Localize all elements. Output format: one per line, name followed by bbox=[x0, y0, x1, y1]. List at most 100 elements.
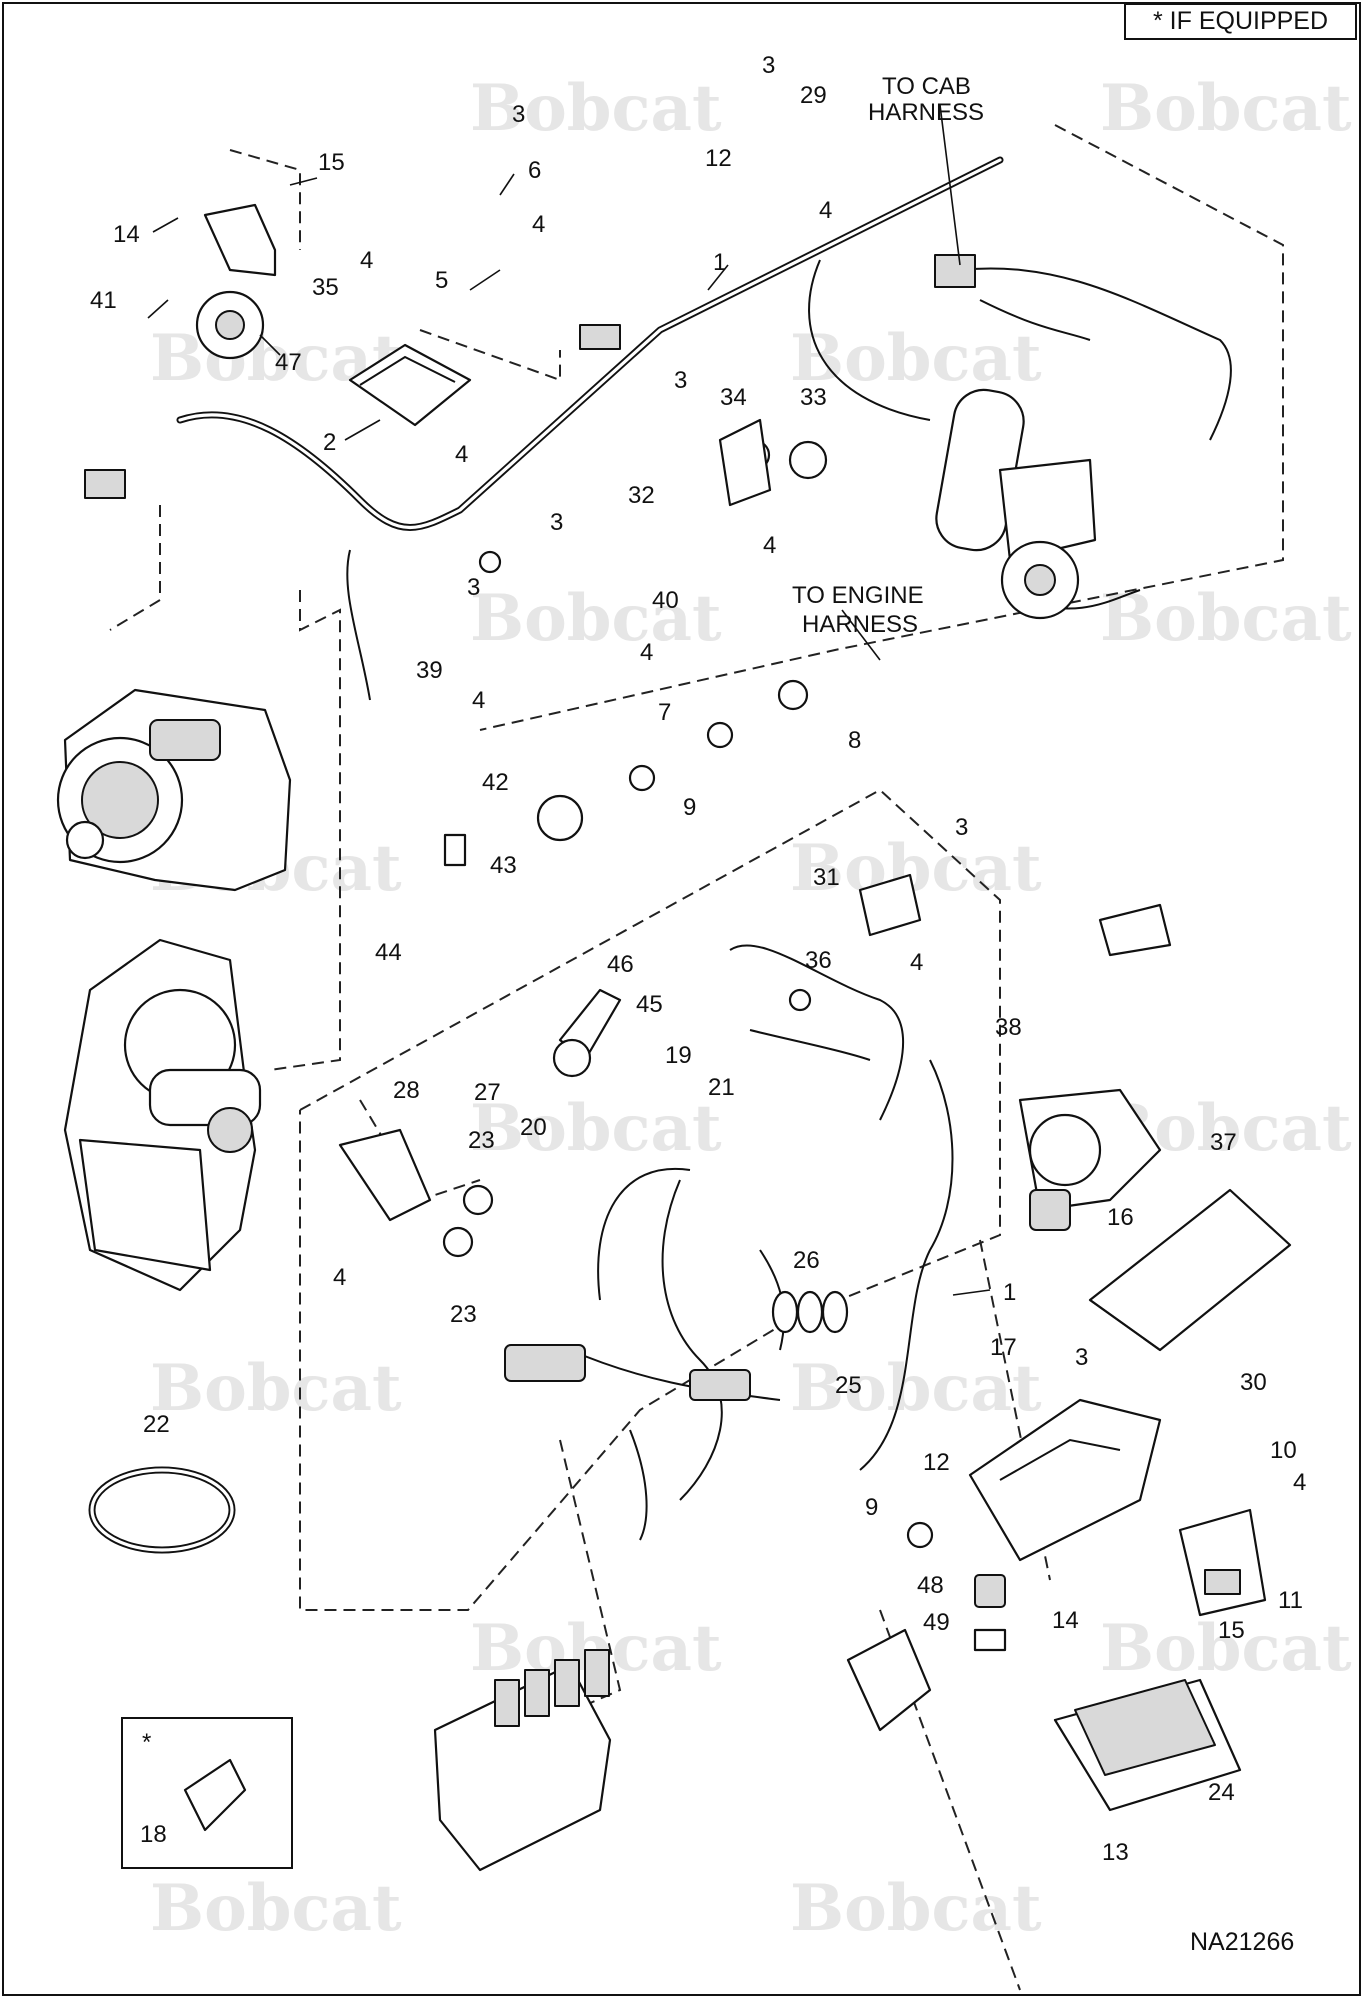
callout-38: 38 bbox=[995, 1014, 1022, 1041]
callout-27: 27 bbox=[474, 1079, 501, 1106]
callout-20: 20 bbox=[520, 1114, 547, 1141]
callout-4: 4 bbox=[472, 687, 485, 714]
callout-3: 3 bbox=[674, 367, 687, 394]
callout-21: 21 bbox=[708, 1074, 735, 1101]
mounting-bracket bbox=[203, 203, 277, 277]
callout-7: 7 bbox=[658, 699, 671, 726]
callout-41: 41 bbox=[90, 287, 117, 314]
callout-4: 4 bbox=[640, 639, 653, 666]
clip bbox=[536, 794, 584, 842]
coil-icon bbox=[821, 1290, 849, 1334]
watermark-text: Bobcat bbox=[470, 71, 722, 146]
callout-39: 39 bbox=[416, 657, 443, 684]
electronic-controller bbox=[1178, 1508, 1267, 1617]
relay bbox=[974, 1574, 1006, 1608]
callout-1: 1 bbox=[1003, 1279, 1016, 1306]
pump-link-line bbox=[109, 505, 161, 631]
watermark-text: Bobcat bbox=[1100, 1611, 1352, 1686]
upper-assembly-boundary bbox=[479, 124, 1284, 731]
clip bbox=[906, 1521, 934, 1549]
callout-3: 3 bbox=[467, 574, 480, 601]
coil-icon bbox=[771, 1290, 799, 1334]
callout-44: 44 bbox=[375, 939, 402, 966]
callout-10: 10 bbox=[1270, 1437, 1297, 1464]
callout-25: 25 bbox=[835, 1372, 862, 1399]
callout-40: 40 bbox=[652, 587, 679, 614]
control-module bbox=[348, 343, 472, 427]
figure-code: NA21266 bbox=[1190, 1928, 1295, 1956]
control-valve-bank bbox=[433, 1649, 612, 1872]
callout-2: 2 bbox=[323, 429, 336, 456]
callout-11: 11 bbox=[1278, 1587, 1303, 1614]
callout-labels: 1 1 2 3 3 3 3 3 3 3 4 4 4 4 4 4 4 4 4 4 … bbox=[90, 52, 1306, 1866]
shield-cover bbox=[1088, 1188, 1292, 1352]
connector-icon bbox=[84, 469, 126, 499]
optional-part-box bbox=[121, 1717, 293, 1869]
callout-42: 42 bbox=[482, 769, 509, 796]
callout-6: 6 bbox=[528, 157, 541, 184]
callout-46: 46 bbox=[607, 951, 634, 978]
connector-icon bbox=[934, 254, 976, 288]
clip-base bbox=[443, 833, 467, 867]
callout-1: 1 bbox=[713, 249, 726, 276]
bracket bbox=[718, 418, 772, 507]
callout-28: 28 bbox=[393, 1077, 420, 1104]
fuse-relay-box bbox=[1053, 1678, 1242, 1812]
clip bbox=[777, 679, 809, 711]
callout-18: 18 bbox=[140, 1821, 167, 1848]
callout-14: 14 bbox=[113, 221, 140, 248]
if-equipped-legend: * IF EQUIPPED bbox=[1124, 3, 1357, 40]
drive-motor-unit bbox=[63, 938, 262, 1292]
callout-23: 23 bbox=[450, 1301, 477, 1328]
callout-3: 3 bbox=[550, 509, 563, 536]
connector-icon bbox=[504, 1344, 586, 1382]
callout-30: 30 bbox=[1240, 1369, 1267, 1396]
mounting-plate bbox=[968, 1398, 1162, 1562]
legend-text: IF EQUIPPED bbox=[1169, 7, 1329, 35]
wire-harness-upper bbox=[84, 156, 1232, 701]
leader-lines bbox=[147, 104, 991, 1296]
cab-harness-note-line2: HARNESS bbox=[868, 99, 984, 126]
grommet bbox=[788, 440, 828, 480]
callout-49: 49 bbox=[923, 1609, 950, 1636]
watermark-text: Bobcat bbox=[790, 321, 1042, 396]
harness-coil bbox=[88, 1466, 236, 1554]
callout-4: 4 bbox=[333, 1264, 346, 1291]
hydraulic-pump bbox=[56, 688, 292, 892]
watermark-text: Bobcat bbox=[1100, 71, 1352, 146]
callout-4: 4 bbox=[455, 441, 468, 468]
callout-22: 22 bbox=[143, 1411, 170, 1438]
connector-icon bbox=[689, 1369, 751, 1401]
callout-24: 24 bbox=[1208, 1779, 1235, 1806]
harness-connector bbox=[846, 1628, 932, 1732]
callout-4: 4 bbox=[1293, 1469, 1306, 1496]
callout-33: 33 bbox=[800, 384, 827, 411]
optional-switch bbox=[183, 1758, 247, 1832]
indicator-light bbox=[442, 1226, 474, 1258]
callout-35: 35 bbox=[312, 274, 339, 301]
callout-12: 12 bbox=[923, 1449, 950, 1476]
watermark-text: Bobcat bbox=[150, 1351, 402, 1426]
clip bbox=[478, 550, 502, 574]
callout-4: 4 bbox=[819, 197, 832, 224]
pump-motor-assembly bbox=[935, 388, 1097, 620]
callout-37: 37 bbox=[1210, 1129, 1237, 1156]
callout-4: 4 bbox=[763, 532, 776, 559]
callout-48: 48 bbox=[917, 1572, 944, 1599]
callout-19: 19 bbox=[665, 1042, 692, 1069]
callout-17: 17 bbox=[990, 1334, 1017, 1361]
sensor-body bbox=[552, 1038, 592, 1078]
watermark-text: Bobcat bbox=[1100, 581, 1352, 656]
watermark-text: Bobcat bbox=[790, 831, 1042, 906]
callout-32: 32 bbox=[628, 482, 655, 509]
connector-icon bbox=[579, 324, 621, 350]
watermark-text: Bobcat bbox=[470, 581, 722, 656]
callout-3: 3 bbox=[955, 814, 968, 841]
callout-14: 14 bbox=[1052, 1607, 1079, 1634]
wire-harness-lower bbox=[504, 944, 954, 1541]
switch-plate bbox=[338, 1128, 432, 1222]
callout-45: 45 bbox=[636, 991, 663, 1018]
callout-36: 36 bbox=[805, 947, 832, 974]
